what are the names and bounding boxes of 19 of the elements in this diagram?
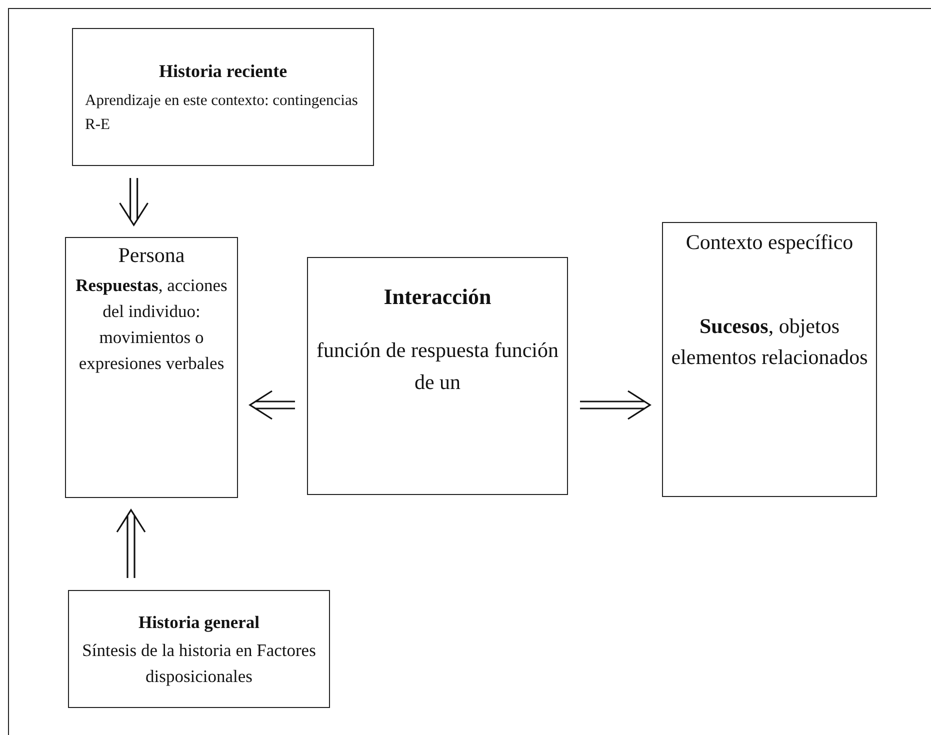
box-heading: Contexto específico <box>684 229 854 256</box>
box-heading: Historia reciente <box>158 60 288 84</box>
text-box <box>65 237 238 498</box>
box-heading: Historia general <box>137 610 260 634</box>
double-arrow <box>579 390 652 420</box>
text-box <box>68 590 330 708</box>
text-box <box>662 222 877 497</box>
double-arrow <box>119 177 149 226</box>
box-text: Sucesos, objetos elementos relacionados <box>670 312 869 371</box>
box-text: Respuestas, acciones del individuo: movimientos o expresiones verbales <box>74 274 228 376</box>
box-text: Síntesis de la historia en Factores disposicionales <box>81 638 317 688</box>
text-box <box>307 257 568 495</box>
box-heading: Persona <box>117 242 186 269</box>
box-text: función de respuesta función de un <box>315 337 560 396</box>
double-arrow <box>116 508 146 579</box>
box-text: Aprendizaje en este contexto: contingencias R-E <box>85 91 359 134</box>
text-box <box>72 28 374 166</box>
box-heading: Interacción <box>382 283 492 311</box>
double-arrow <box>248 390 296 420</box>
